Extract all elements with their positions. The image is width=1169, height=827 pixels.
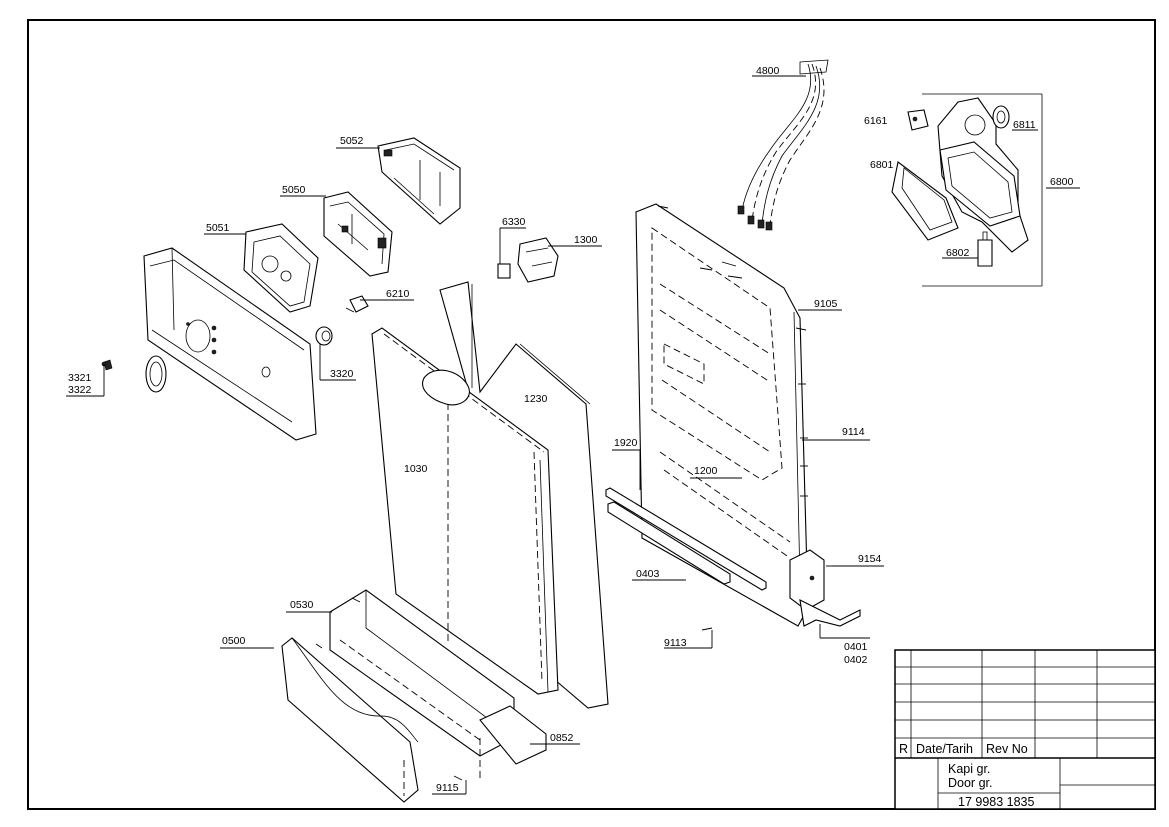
bottom-trim: [329, 589, 515, 778]
label-0500: 0500: [222, 635, 246, 647]
door-switch: [497, 237, 559, 283]
label-3322: 3322: [68, 384, 92, 396]
label-0852: 0852: [550, 732, 574, 744]
label-5052: 5052: [340, 135, 364, 147]
label-6161: 6161: [864, 115, 888, 127]
label-1300: 1300: [574, 234, 598, 246]
trim-plate: [479, 705, 547, 765]
label-9114: 9114: [842, 426, 865, 438]
hinge-strip: [605, 487, 767, 591]
label-6330: 6330: [502, 216, 526, 228]
label-9113: 9113: [664, 637, 687, 649]
label-5051: 5051: [206, 222, 230, 234]
label-9105: 9105: [814, 298, 838, 310]
drawing-number: 17 9983 1835: [958, 795, 1035, 809]
label-4800: 4800: [756, 65, 780, 77]
revision-date-header: Date/Tarih: [916, 742, 973, 756]
label-9115: 9115: [436, 782, 459, 794]
label-6802: 6802: [946, 247, 970, 259]
drawing-name-tr: Kapi gr.: [948, 762, 990, 776]
display-frame: [243, 223, 319, 313]
title-block: R Date/Tarih Rev No Kapi gr. Door gr. 17…: [894, 649, 1156, 810]
label-6801: 6801: [870, 159, 894, 171]
door-frame: [635, 203, 861, 627]
drawing-name-en: Door gr.: [948, 776, 992, 790]
control-panel-fascia: [143, 247, 317, 441]
control-unit-housing: [377, 137, 461, 225]
dispenser-assembly: [891, 93, 1043, 287]
label-6800: 6800: [1050, 176, 1074, 188]
label-1920: 1920: [614, 437, 638, 449]
switch: [345, 295, 369, 313]
leader-lines: [66, 75, 1080, 795]
label-6210: 6210: [386, 288, 410, 300]
label-0403: 0403: [636, 568, 660, 580]
knob: [315, 326, 333, 346]
screws-frame: [657, 205, 808, 497]
label-0401: 0401: [844, 641, 868, 653]
label-3321: 3321: [68, 372, 92, 384]
label-1230: 1230: [524, 393, 548, 405]
part-labels: 4800 6161 6811 6801 6800 6802 5052 5050 …: [68, 65, 1074, 794]
label-3320: 3320: [330, 368, 354, 380]
label-1200: 1200: [694, 465, 718, 477]
label-5050: 5050: [282, 184, 306, 196]
outer-door-panel: [371, 327, 559, 695]
front-trim: [281, 637, 419, 803]
label-9154: 9154: [858, 553, 882, 565]
label-1030: 1030: [404, 463, 428, 475]
wiring-harness: [737, 59, 829, 231]
label-6811: 6811: [1013, 119, 1036, 131]
revision-r: R: [899, 742, 908, 756]
label-0402: 0402: [844, 654, 868, 666]
label-0530: 0530: [290, 599, 314, 611]
knob-ring: [103, 355, 167, 393]
drawing-frame: [27, 19, 1156, 810]
revision-number-header: Rev No: [986, 742, 1028, 756]
control-board: [323, 191, 393, 277]
